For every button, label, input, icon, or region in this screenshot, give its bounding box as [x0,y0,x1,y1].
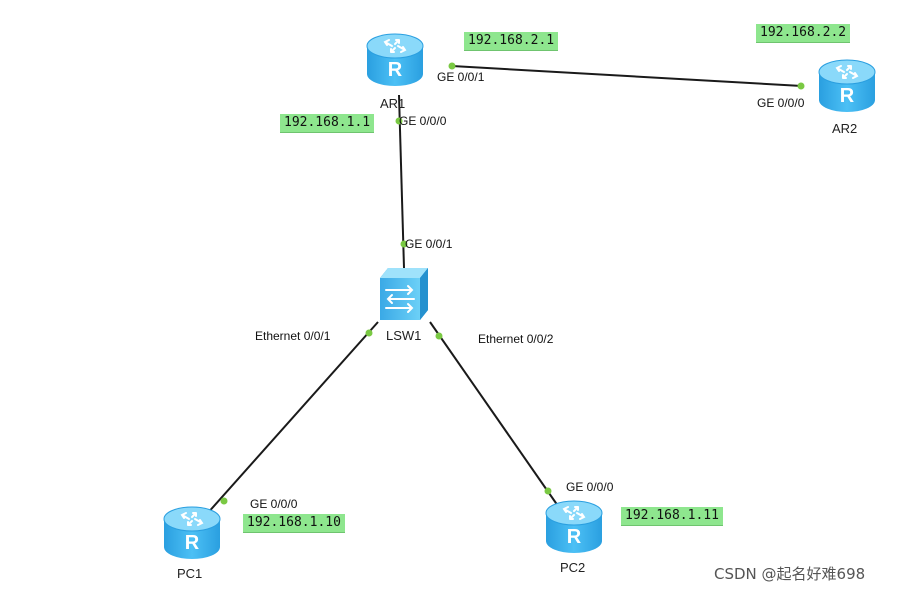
ip-label-ar1-ge001: 192.168.2.1 [464,32,559,51]
router-icon-ar2[interactable] [818,59,876,113]
switch-icon-lsw1[interactable] [379,267,429,321]
port-dot-lsw1-ge001[interactable] [400,240,408,248]
device-label-pc2[interactable]: PC2 [560,560,586,575]
router-icon-pc2[interactable] [545,500,603,554]
link-ar1-ar2[interactable] [451,65,803,87]
port-label-ar1-ge001: GE 0/0/1 [437,70,485,84]
router-icon-pc1[interactable] [163,506,221,560]
port-dot-pc1-ge000[interactable] [220,497,228,505]
port-label-lsw1-ge001: GE 0/0/1 [405,237,453,251]
ip-label-ar2-ge000: 192.168.2.2 [756,24,851,43]
ip-label-pc2: 192.168.1.11 [621,507,723,526]
port-dot-lsw1-eth002[interactable] [435,332,443,340]
router-icon-ar1[interactable] [366,33,424,87]
port-label-lsw1-eth002: Ethernet 0/0/2 [478,332,554,346]
ip-label-ar1-ge000: 192.168.1.1 [280,114,375,133]
port-label-ar2-ge000: GE 0/0/0 [757,96,805,110]
link-lsw1-pc2[interactable] [429,321,559,507]
device-label-ar2[interactable]: AR2 [832,121,858,136]
link-lsw1-pc1[interactable] [205,321,379,516]
port-label-lsw1-eth001: Ethernet 0/0/1 [255,329,331,343]
port-label-ar1-ge000: GE 0/0/0 [399,114,447,128]
port-label-pc1-ge000: GE 0/0/0 [250,497,298,511]
device-label-lsw1[interactable]: LSW1 [386,328,422,343]
port-dot-ar1-ge000[interactable] [395,117,403,125]
port-dot-ar1-ge001[interactable] [448,62,456,70]
port-dot-pc2-ge000[interactable] [544,487,552,495]
device-label-ar1[interactable]: AR1 [380,96,406,111]
port-dot-lsw1-eth001[interactable] [365,329,373,337]
port-label-pc2-ge000: GE 0/0/0 [566,480,614,494]
ip-label-pc1: 192.168.1.10 [243,514,345,533]
device-label-pc1[interactable]: PC1 [177,566,203,581]
watermark-text: CSDN @起名好难698 [714,565,866,583]
port-dot-ar2-ge000[interactable] [797,82,805,90]
